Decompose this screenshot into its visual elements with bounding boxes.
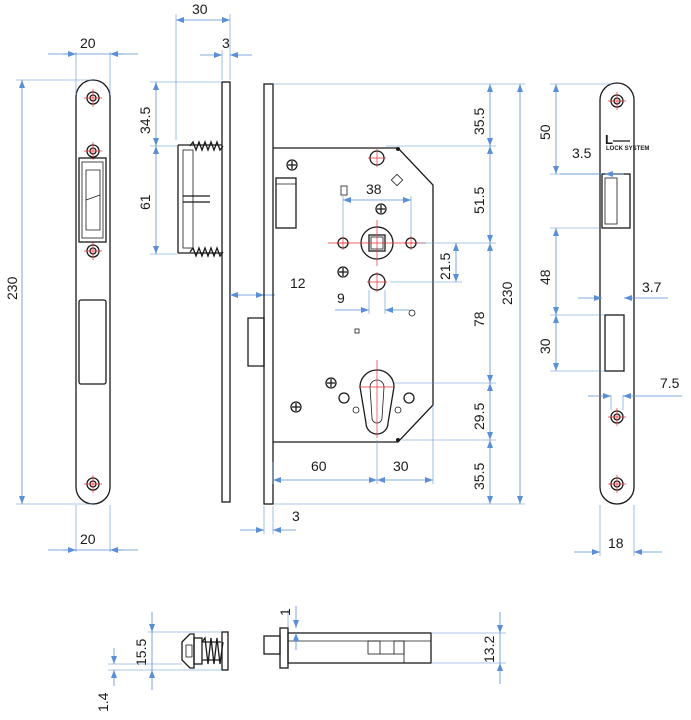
dim-cylinder-offset: 30 xyxy=(393,458,409,474)
case-screw-upper xyxy=(375,203,387,215)
case-small-pin xyxy=(408,309,416,317)
case-hole-spindle-left xyxy=(336,236,350,250)
case-screw-top-left xyxy=(286,159,298,171)
dim-spindle-spacing: 51.5 xyxy=(471,187,487,214)
strike-bolt-hole xyxy=(604,314,625,372)
side-faceplate xyxy=(221,81,231,503)
dim-strike-hole-height: 30 xyxy=(537,338,553,354)
strike-screw-mid xyxy=(608,408,626,426)
strike-logo-mark: L xyxy=(605,132,613,147)
dim-spindle-to-hole: 21.5 xyxy=(437,253,453,280)
strike-latch-window xyxy=(601,173,631,229)
dim-case-thickness: 3 xyxy=(292,508,300,524)
dim-cylinder-bottom: 29.5 xyxy=(471,403,487,430)
case-screw-bottom-left xyxy=(290,401,302,413)
strike-logo-text: LOCK SYSTEM xyxy=(606,146,649,152)
case-screw-cyl-left xyxy=(325,377,337,389)
case-hole-top xyxy=(368,149,386,167)
dim-bottom-offset: 35.5 xyxy=(471,463,487,490)
dim-case-top: 35.5 xyxy=(471,108,487,135)
left-faceplate-bolt-slot xyxy=(78,299,107,385)
dim-strike-latch-offset: 3.5 xyxy=(572,145,592,161)
dim-left-height: 230 xyxy=(4,276,20,300)
case-cylinder xyxy=(359,360,395,438)
case-hole-cyl-left xyxy=(338,392,350,404)
dim-latch-height: 61 xyxy=(137,194,153,210)
dim-latch-offset: 34.5 xyxy=(137,107,153,134)
dim-left-width-top: 20 xyxy=(80,35,96,51)
dim-bottom-case-thickness: 13.2 xyxy=(481,636,497,663)
left-faceplate-screw-mid2 xyxy=(84,242,102,260)
bottom-latch xyxy=(181,631,229,671)
dim-backset: 60 xyxy=(311,458,327,474)
left-faceplate-latch-window xyxy=(78,157,107,243)
dim-bottom-faceplate: 1 xyxy=(277,608,293,616)
left-faceplate-screw-mid1 xyxy=(84,142,102,160)
dim-bottom-latch-base: 1.4 xyxy=(95,692,111,712)
lock-case: 230 35.5 51.5 78 29.5 35.5 21.5 38 9 60 xyxy=(240,83,525,534)
dim-bottom-latch-height: 15.5 xyxy=(133,639,149,666)
strike-screw-top xyxy=(608,92,626,110)
case-screw-left xyxy=(337,266,349,278)
dim-small-hole: 9 xyxy=(337,290,345,306)
dim-strike-hole-depth: 3.7 xyxy=(642,279,662,295)
case-hole-spindle-right xyxy=(404,236,418,250)
bottom-case xyxy=(263,627,432,669)
dim-spindle-to-cylinder: 78 xyxy=(471,311,487,327)
strike-screw-bottom xyxy=(608,475,626,493)
dim-side-thickness: 3 xyxy=(222,35,230,51)
deadbolt xyxy=(247,317,265,367)
strike-plate: L LOCK SYSTEM 50 3.5 48 30 3.7 7.5 xyxy=(537,82,682,556)
dim-hole-spacing: 38 xyxy=(366,181,382,197)
strike-logo: L LOCK SYSTEM xyxy=(605,132,649,152)
case-indicator-square xyxy=(340,185,348,196)
dim-strike-screw: 7.5 xyxy=(660,375,680,391)
case-latch-housing xyxy=(275,177,297,229)
case-indicator-diamond xyxy=(390,173,404,187)
dim-deadbolt-projection: 12 xyxy=(290,275,306,291)
spring-bottom xyxy=(189,246,224,258)
spring-top xyxy=(189,140,224,152)
left-faceplate-screw-top xyxy=(84,89,102,107)
side-profile: 30 3 34.5 61 12 xyxy=(137,1,306,503)
left-faceplate: 20 20 230 xyxy=(4,35,138,553)
case-faceplate xyxy=(263,83,274,505)
dim-side-depth: 30 xyxy=(192,1,208,17)
left-faceplate-screw-bottom xyxy=(84,475,102,493)
bottom-view: 15.5 1.4 1 13.2 xyxy=(95,606,506,712)
case-outline xyxy=(273,147,434,443)
case-hole-cyl-right xyxy=(403,392,415,404)
dim-case-height: 230 xyxy=(499,281,515,305)
dim-strike-top: 50 xyxy=(537,124,553,140)
dim-strike-gap: 48 xyxy=(537,269,553,285)
dim-left-width-bottom: 20 xyxy=(80,531,96,547)
dim-strike-width: 18 xyxy=(608,535,624,551)
case-hole-lower xyxy=(367,272,387,292)
